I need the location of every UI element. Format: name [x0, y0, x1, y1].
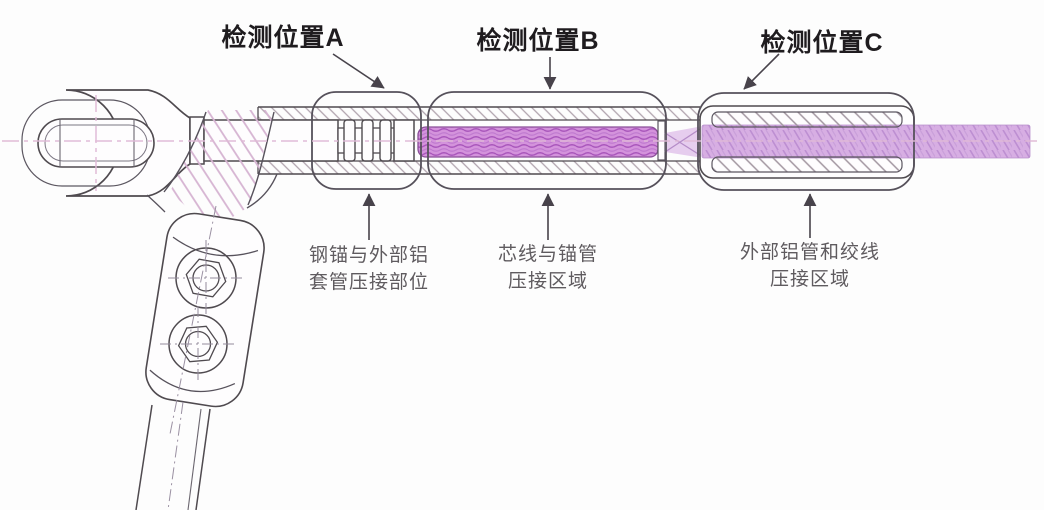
caption-zone-b: 芯线与锚管 压接区域 — [468, 242, 628, 296]
center-lines — [2, 95, 1037, 191]
caption-zone-c: 外部铝管和绞线 压接区域 — [720, 240, 900, 294]
bolt-pad — [145, 212, 265, 408]
callout-arrows — [332, 53, 817, 240]
arrow-zone-a-top — [332, 53, 385, 89]
label-detect-position-a: 检测位置A — [221, 24, 345, 52]
pad-centerline — [169, 205, 217, 435]
anchor-eye — [21, 89, 191, 197]
caption-zone-b-line1: 芯线与锚管 — [497, 244, 598, 265]
caption-zone-c-line2: 压接区域 — [769, 268, 850, 290]
arrow-zone-c-top — [743, 53, 780, 90]
outer-aluminum-sleeve — [257, 106, 700, 175]
bolt-lower — [160, 306, 236, 382]
arm-lower — [135, 401, 211, 510]
caption-zone-a: 钢锚与外部铝 套管压接部位 — [289, 243, 449, 297]
jumper-arm-section — [146, 110, 278, 230]
caption-zone-b-line2: 压接区域 — [507, 270, 588, 292]
label-detect-position-b: 检测位置B — [476, 27, 600, 55]
label-detect-position-c: 检测位置C — [760, 29, 884, 57]
conductor-crimp-tube — [699, 105, 1031, 179]
caption-zone-a-line1: 钢锚与外部铝 — [308, 245, 429, 266]
caption-zone-a-line2: 套管压接部位 — [308, 271, 429, 293]
caption-zone-c-line1: 外部铝管和绞线 — [739, 242, 880, 263]
bolt-upper — [168, 240, 244, 316]
